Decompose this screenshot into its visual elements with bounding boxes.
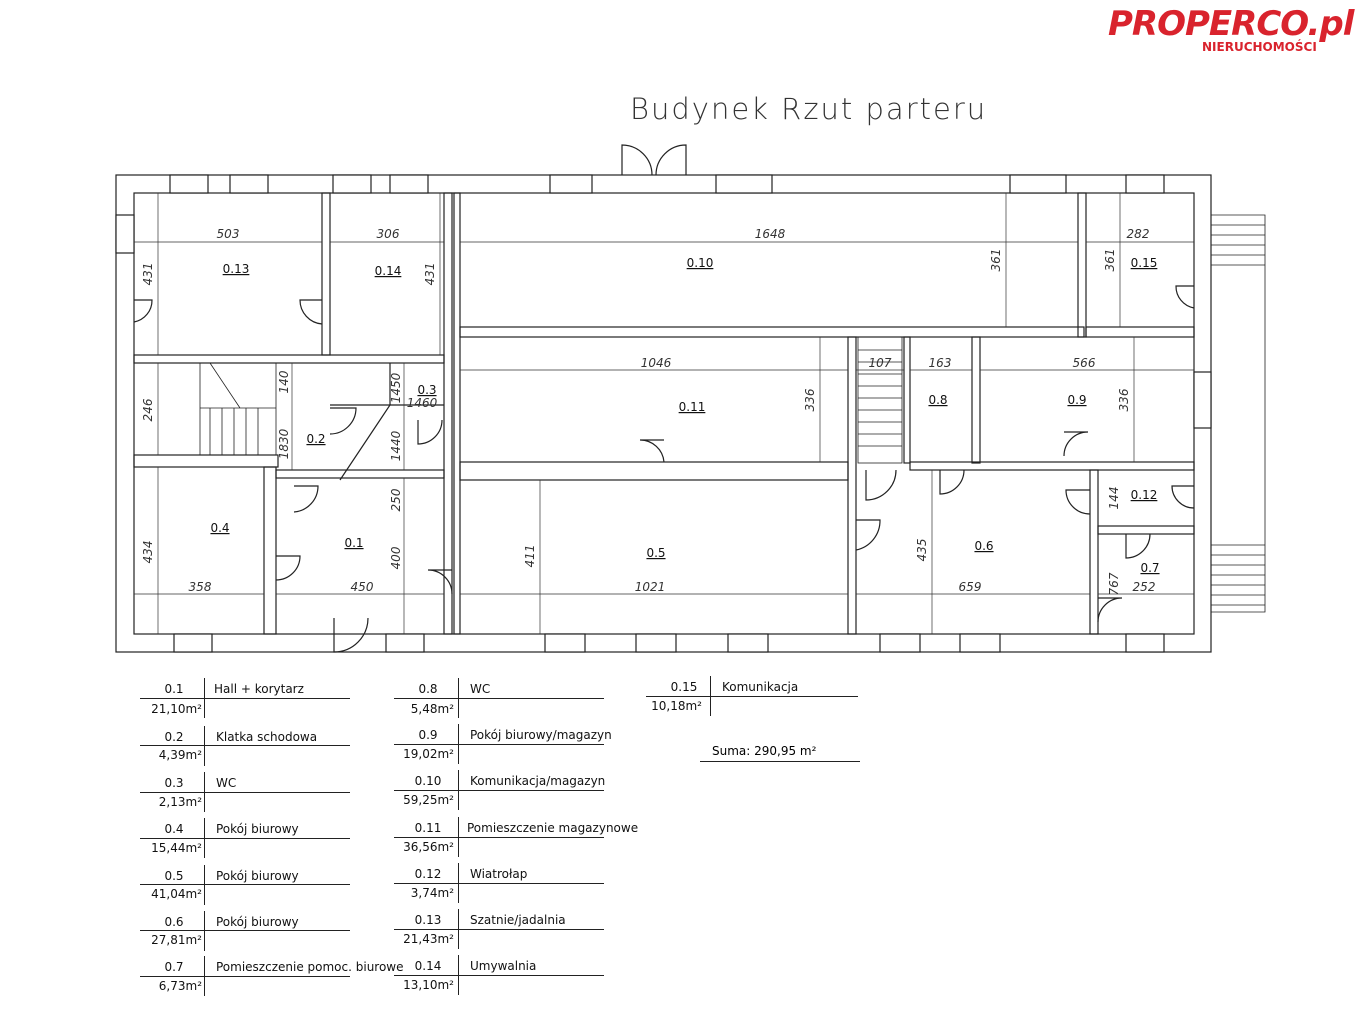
room-label: 0.5 (646, 546, 665, 560)
dimension-label: 361 (1103, 249, 1117, 272)
dimension-label: 163 (929, 356, 952, 370)
dimension-label: 1460 (407, 396, 438, 410)
legend-room-name: Pokój biurowy/magazyn (470, 728, 612, 742)
legend-room-name: Pomieszczenie pomoc. biurowe (216, 960, 404, 974)
brand-logo: PROPERCO.pl (1108, 4, 1354, 44)
legend-room-number: 0.5 (164, 869, 184, 883)
dimension-label: 306 (377, 227, 400, 241)
legend-room-area: 19,02m² (403, 747, 454, 761)
dimension-label: 358 (189, 580, 212, 594)
legend-room-number: 0.2 (164, 730, 184, 744)
dimension-label: 246 (141, 398, 155, 421)
dimension-label: 252 (1133, 580, 1156, 594)
legend-room-number: 0.15 (670, 680, 698, 694)
room-label: 0.1 (344, 536, 363, 550)
legend-room-area: 41,04m² (151, 887, 202, 901)
legend-room-area: 59,25m² (403, 793, 454, 807)
room-label: 0.11 (679, 400, 706, 414)
room-label: 0.3 (417, 383, 436, 397)
dimension-label: 1830 (277, 428, 291, 459)
dimension-label: 282 (1127, 227, 1150, 241)
legend-room-name: WC (216, 776, 237, 790)
legend-room-area: 3,74m² (410, 886, 454, 900)
legend-room-name: WC (470, 682, 491, 696)
dimension-label: 431 (141, 263, 155, 286)
floor-plan: 0.13 0.14 0.10 0.15 0.3 0.2 0.11 0.8 0.9… (115, 144, 1266, 653)
dimension-label: 1440 (389, 430, 403, 461)
dimension-label: 435 (915, 539, 929, 562)
legend-room-number: 0.4 (164, 822, 184, 836)
legend-room-area: 6,73m² (158, 979, 202, 993)
dimension-label: 1648 (755, 227, 786, 241)
legend-room-number: 0.1 (164, 682, 184, 696)
legend-room-area: 10,18m² (651, 699, 702, 713)
legend-room-number: 0.14 (414, 959, 442, 973)
legend-room-number: 0.10 (414, 774, 442, 788)
room-label: 0.10 (687, 256, 714, 270)
dimension-label: 140 (277, 370, 291, 393)
legend-room-number: 0.9 (418, 728, 438, 742)
dimension-label: 450 (351, 580, 374, 594)
dimension-label: 659 (959, 580, 982, 594)
legend-room-number: 0.6 (164, 915, 184, 929)
room-label: 0.12 (1131, 488, 1158, 502)
legend-room-area: 27,81m² (151, 933, 202, 947)
legend-room-number: 0.3 (164, 776, 184, 790)
legend-room-name: Pokój biurowy (216, 822, 299, 836)
legend-room-name: Pokój biurowy (216, 915, 299, 929)
legend-room-name: Szatnie/jadalnia (470, 913, 566, 927)
dimension-label: 107 (869, 356, 892, 370)
legend-room-name: Pokój biurowy (216, 869, 299, 883)
legend-room-name: Pomieszczenie magazynowe (467, 821, 639, 835)
dimension-label: 431 (423, 263, 437, 286)
legend-room-number: 0.13 (414, 913, 442, 927)
legend-room-number: 0.11 (414, 821, 442, 835)
dimension-label: 400 (389, 546, 403, 569)
legend-room-area: 13,10m² (403, 978, 454, 992)
legend-room-number: 0.12 (414, 867, 442, 881)
legend-room-name: Komunikacja (722, 680, 799, 694)
dimension-label: 1021 (635, 580, 666, 594)
legend-room-area: 15,44m² (151, 841, 202, 855)
legend-room-name: Hall + korytarz (214, 682, 304, 696)
legend-room-number: 0.8 (418, 682, 438, 696)
legend-room-name: Klatka schodowa (216, 730, 318, 744)
total-area-underline (700, 761, 860, 762)
room-label: 0.15 (1131, 256, 1158, 270)
legend-room-area: 36,56m² (403, 840, 454, 854)
room-label: 0.2 (306, 432, 325, 446)
total-area: Suma: 290,95 m² (712, 744, 817, 758)
dimension-label: 1046 (641, 356, 672, 370)
dimension-label: 434 (141, 541, 155, 564)
dimension-label: 1450 (389, 372, 403, 403)
room-label: 0.6 (974, 539, 993, 553)
legend-room-name: Komunikacja/magazyn (470, 774, 606, 788)
dimension-label: 503 (217, 227, 240, 241)
room-label: 0.4 (210, 521, 229, 535)
dimension-label: 767 (1107, 572, 1121, 595)
room-label: 0.7 (1140, 561, 1159, 575)
dimension-label: 336 (803, 388, 817, 411)
legend-room-name: Umywalnia (470, 959, 537, 973)
legend-room-area: 2,13m² (158, 795, 202, 809)
dimension-label: 566 (1073, 356, 1096, 370)
legend-room-number: 0.7 (164, 960, 184, 974)
legend-room-name: Wiatrołap (470, 867, 528, 881)
dimension-label: 361 (989, 249, 1003, 272)
room-label: 0.13 (223, 262, 250, 276)
legend-room-area: 5,48m² (410, 702, 454, 716)
room-label: 0.9 (1067, 393, 1086, 407)
plan-title: Budynek Rzut parteru (630, 92, 988, 126)
room-label: 0.8 (928, 393, 947, 407)
dimension-label: 250 (389, 488, 403, 511)
legend-room-area: 21,10m² (151, 702, 202, 716)
dimension-label: 144 (1107, 487, 1121, 510)
dimension-label: 336 (1117, 388, 1131, 411)
dimension-label: 411 (523, 545, 537, 568)
room-label: 0.14 (375, 264, 402, 278)
legend-room-area: 21,43m² (403, 932, 454, 946)
legend-room-area: 4,39m² (158, 748, 202, 762)
brand-logo-subtitle: NIERUCHOMOŚCI (1202, 40, 1317, 54)
